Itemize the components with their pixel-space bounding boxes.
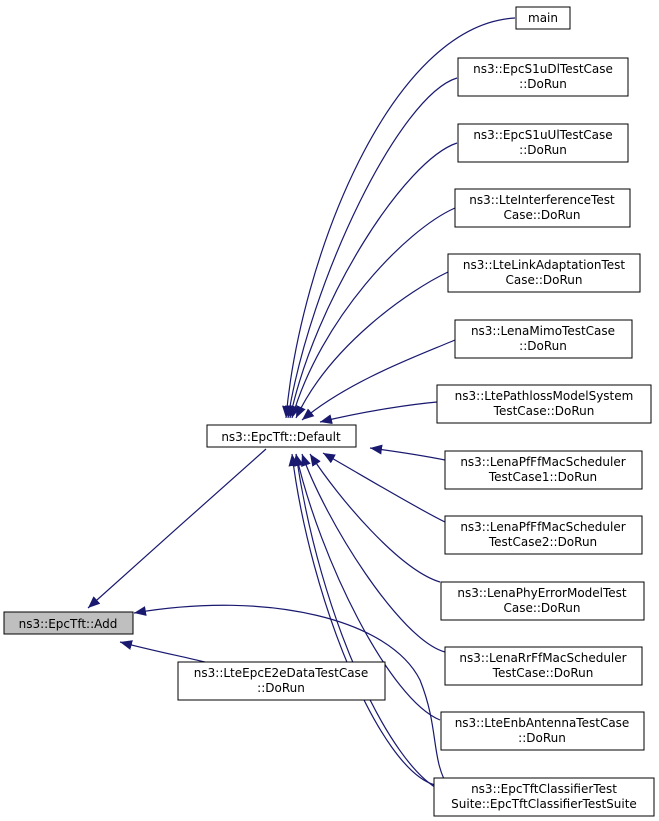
node-epcclass-line-1: ns3::EpcTftClassifierTest — [471, 782, 617, 796]
edge-lenapf1-to-default — [369, 444, 446, 461]
node-ltepath-line-1: ns3::LtePathlossModelSystem — [455, 389, 634, 403]
node-lteenb-line-2: ::DoRun — [518, 731, 566, 745]
node-epc-s1u-ul-test-case-dorun[interactable]: ns3::EpcS1uUlTestCase ::DoRun — [457, 123, 629, 163]
node-lena-pf-ff-mac-scheduler-test-case1-dorun[interactable]: ns3::LenaPfFfMacScheduler TestCase1::DoR… — [444, 450, 643, 490]
node-lena-rr-ff-mac-scheduler-test-case-dorun[interactable]: ns3::LenaRrFfMacScheduler TestCase::DoRu… — [444, 646, 643, 686]
node-lena-pf-ff-mac-scheduler-test-case2-dorun[interactable]: ns3::LenaPfFfMacScheduler TestCase2::DoR… — [444, 515, 643, 555]
node-lenapf2-line-2: TestCase2::DoRun — [488, 535, 597, 549]
node-epc-tft-classifier-test-suite[interactable]: ns3::EpcTftClassifierTest Suite::EpcTftC… — [433, 777, 655, 817]
edge-main-to-default — [282, 17, 516, 419]
node-s1uul-line-2: ::DoRun — [519, 143, 567, 157]
edge-lenapf2-to-default — [322, 452, 446, 523]
node-ltepath-line-2: TestCase::DoRun — [493, 404, 595, 418]
node-lenaphy-line-1: ns3::LenaPhyErrorModelTest — [457, 586, 627, 600]
node-epc-tft-default[interactable]: ns3::EpcTft::Default — [206, 424, 357, 448]
node-e2e-line-2: ::DoRun — [257, 681, 305, 695]
node-epcclass-line-2: Suite::EpcTftClassifierTestSuite — [451, 797, 637, 811]
node-e2e-line-1: ns3::LteEpcE2eDataTestCase — [194, 666, 368, 680]
node-lenapf1-line-1: ns3::LenaPfFfMacScheduler — [460, 455, 625, 469]
edge-ltelink-to-default — [295, 271, 449, 419]
node-lenarr-line-1: ns3::LenaRrFfMacScheduler — [459, 651, 626, 665]
edge-lenamimo-to-default — [301, 339, 456, 421]
node-lenamimo-line-1: ns3::LenaMimoTestCase — [471, 324, 615, 338]
node-epc-tft-add[interactable]: ns3::EpcTft::Add — [3, 611, 134, 635]
node-lteint-line-2: Case::DoRun — [503, 208, 580, 222]
edge-s1udl-to-default — [284, 77, 458, 419]
node-s1udl-line-2: ::DoRun — [519, 77, 567, 91]
node-main[interactable]: main — [515, 6, 571, 30]
node-lteenb-line-1: ns3::LteEnbAntennaTestCase — [455, 716, 630, 730]
node-lenaphy-line-2: Case::DoRun — [503, 601, 580, 615]
node-lenamimo-line-2: ::DoRun — [519, 339, 567, 353]
node-s1uul-line-1: ns3::EpcS1uUlTestCase — [473, 128, 612, 142]
node-default-line-1: ns3::EpcTft::Default — [221, 430, 341, 444]
node-lena-mimo-test-case-dorun[interactable]: ns3::LenaMimoTestCase ::DoRun — [454, 319, 633, 359]
node-lte-enb-antenna-test-case-dorun[interactable]: ns3::LteEnbAntennaTestCase ::DoRun — [440, 711, 645, 751]
edge-e2e-to-add — [119, 640, 206, 663]
edge-default-to-add — [87, 448, 267, 609]
edge-lteint-to-default — [290, 207, 456, 419]
edge-lenaphy-to-default — [309, 453, 441, 583]
node-ltelink-line-1: ns3::LteLinkAdaptationTest — [463, 258, 625, 272]
node-lenapf1-line-2: TestCase1::DoRun — [488, 470, 597, 484]
node-main-line-1: main — [528, 11, 558, 25]
edge-lteenb-to-default — [293, 453, 441, 721]
node-s1udl-line-1: ns3::EpcS1uDlTestCase — [473, 62, 613, 76]
edge-epcclass-to-default — [288, 453, 436, 786]
node-lenarr-line-2: TestCase::DoRun — [492, 666, 594, 680]
node-lte-pathloss-model-system-test-case-dorun[interactable]: ns3::LtePathlossModelSystem TestCase::Do… — [436, 384, 652, 424]
edge-s1uul-to-default — [287, 142, 458, 419]
node-lena-phy-error-model-test-case-dorun[interactable]: ns3::LenaPhyErrorModelTest Case::DoRun — [440, 581, 645, 621]
edge-epcclass-to-default-2 — [292, 453, 441, 791]
node-add-line-1: ns3::EpcTft::Add — [19, 617, 118, 631]
edge-epcclass-to-add — [133, 604, 451, 791]
node-lte-interference-test-case-dorun[interactable]: ns3::LteInterferenceTest Case::DoRun — [454, 188, 631, 228]
node-lte-link-adaptation-test-case-dorun[interactable]: ns3::LteLinkAdaptationTest Case::DoRun — [447, 253, 641, 293]
node-ltelink-line-2: Case::DoRun — [505, 273, 582, 287]
node-lenapf2-line-1: ns3::LenaPfFfMacScheduler — [460, 520, 625, 534]
node-epc-s1u-dl-test-case-dorun[interactable]: ns3::EpcS1uDlTestCase ::DoRun — [457, 57, 629, 97]
edge-ltepath-to-default — [319, 401, 438, 425]
node-lteint-line-1: ns3::LteInterferenceTest — [469, 193, 615, 207]
edge-lenarr-to-default — [301, 453, 446, 653]
node-lte-epc-e2e-data-test-case-dorun[interactable]: ns3::LteEpcE2eDataTestCase ::DoRun — [177, 661, 386, 701]
